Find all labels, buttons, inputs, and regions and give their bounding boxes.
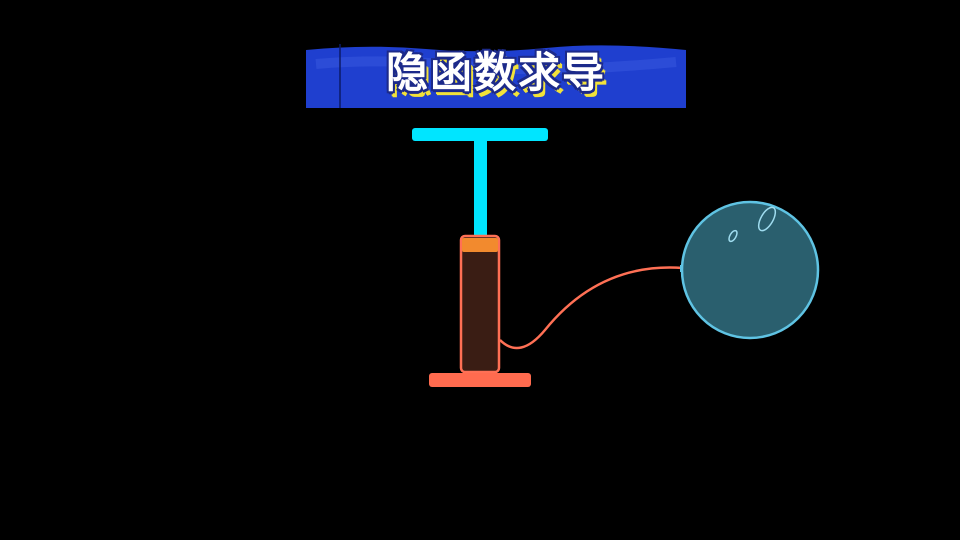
- pump-cylinder: [459, 234, 501, 374]
- balloon-highlight-small: [728, 229, 738, 243]
- balloon-highlight-large: [757, 206, 777, 232]
- title-banner: 隐函数求导: [306, 44, 686, 108]
- banner-background: [306, 44, 686, 108]
- pump-hose: [499, 266, 684, 350]
- page-title: 隐函数求导: [385, 48, 606, 97]
- pump-handle-bar: [412, 128, 548, 141]
- pump-base: [429, 373, 531, 387]
- pump-piston: [462, 238, 498, 252]
- balloon-icon: [680, 200, 820, 340]
- pump-handle-rod: [474, 138, 487, 240]
